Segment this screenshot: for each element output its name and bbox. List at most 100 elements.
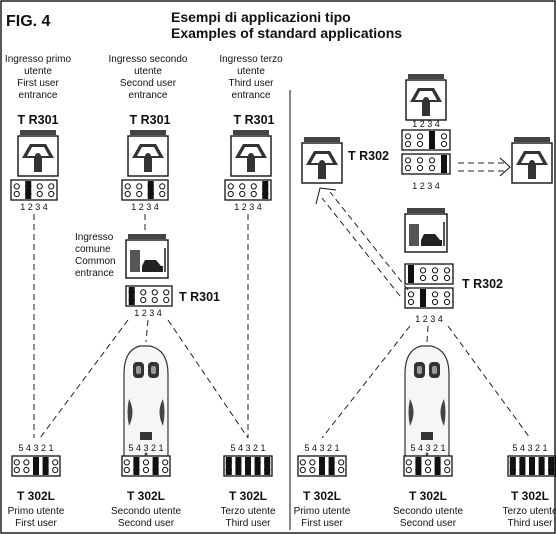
receiver-2-dip-switch xyxy=(121,179,169,201)
right-top-dip-switch-b xyxy=(401,153,451,175)
transmitter-model: T 302L xyxy=(511,489,549,503)
dip-switch-dot xyxy=(23,466,30,474)
dip-switch-dot xyxy=(419,267,427,274)
dip-switch-dot xyxy=(299,466,306,474)
dip-switch-dot xyxy=(36,183,43,190)
dip-switch-on xyxy=(415,457,422,475)
receiver-3-caption: Ingresso terzo utente Third user entranc… xyxy=(219,54,283,101)
dip-switch-dot xyxy=(416,164,424,172)
dip-switch-frame xyxy=(404,287,454,309)
dip-switch-dot xyxy=(407,291,415,298)
dip-switch-on xyxy=(441,155,447,173)
common-entrance-caption: Ingresso comune Common entrance xyxy=(75,232,116,279)
gate-icon xyxy=(127,129,169,177)
right-bottom-dip-numbers: 1 2 3 4 xyxy=(415,314,443,324)
dip-switch-dot xyxy=(407,298,415,306)
dip-switch-on xyxy=(420,289,426,307)
transmitter-user-en: First user xyxy=(301,518,343,529)
transmitter-model: T 302L xyxy=(229,489,267,503)
svg-text:Third user: Third user xyxy=(228,78,274,89)
transmitter-2: 5 4 3 2 1 T 302L Secondo utente Second u… xyxy=(111,443,181,529)
dip-switch-dot xyxy=(419,274,427,282)
dip-switch-on xyxy=(519,457,526,475)
dip-switch-dot xyxy=(443,274,451,282)
transmitter-user-it: Secondo utente xyxy=(111,506,181,517)
dip-switch-dot xyxy=(428,164,436,172)
dip-switch-dot xyxy=(443,291,451,298)
dip-switch-on xyxy=(408,265,414,283)
dip-switch-dot xyxy=(444,459,451,466)
figure-label: FIG. 4 xyxy=(6,13,51,30)
svg-text:Ingresso secondo: Ingresso secondo xyxy=(109,54,188,65)
svg-text:entrance: entrance xyxy=(232,90,271,101)
receiver-3-model: T R301 xyxy=(234,113,275,127)
dip-switch-dot xyxy=(250,190,257,198)
dip-switch-frame xyxy=(10,179,58,201)
link-line xyxy=(321,325,411,439)
dip-switch-on xyxy=(328,457,335,475)
dip-switch-dot xyxy=(431,298,439,306)
receiver-3-dip-numbers: 1 2 3 4 xyxy=(234,202,262,212)
dip-switch-on xyxy=(33,457,39,475)
dip-switch-on xyxy=(434,457,441,475)
dip-switch-dot xyxy=(431,267,439,274)
transmitter-user-en: Third user xyxy=(225,518,271,529)
tx-dip-numbers: 5 4 3 2 1 xyxy=(18,443,53,453)
dip-switch-on xyxy=(152,457,159,475)
transmitter-model: T 302L xyxy=(303,489,341,503)
receiver-1-model: T R301 xyxy=(18,113,59,127)
common-receiver-model: T R301 xyxy=(179,290,220,304)
dip-switch-dot xyxy=(52,459,59,466)
dip-switch-frame xyxy=(121,179,169,201)
dip-switch-dot xyxy=(13,466,20,474)
dip-switch-frame xyxy=(404,263,454,285)
link-line xyxy=(426,325,429,343)
dip-switch-dot xyxy=(163,289,170,296)
dip-switch-on xyxy=(235,457,242,475)
dip-switch-dot xyxy=(13,190,20,198)
gate-icon xyxy=(405,73,447,121)
dip-switch-on xyxy=(128,287,135,305)
dip-switch-on xyxy=(245,457,251,475)
svg-text:entrance: entrance xyxy=(129,90,168,101)
dip-switch-dot xyxy=(140,289,147,296)
dip-switch-dot xyxy=(443,267,451,274)
svg-text:Second user: Second user xyxy=(120,78,177,89)
right-top-dip-switch-a xyxy=(401,129,451,151)
transmitter-user-en: Second user xyxy=(118,518,175,529)
transmitter-1: 5 4 3 2 1 T 302L Primo utente First user xyxy=(294,443,351,529)
dip-switch-dot xyxy=(404,157,412,164)
svg-text:Ingresso primo: Ingresso primo xyxy=(5,54,72,65)
dip-switch-on xyxy=(42,457,49,475)
gate-icon xyxy=(511,136,553,184)
gate-icon xyxy=(301,136,343,184)
link-line xyxy=(321,197,401,297)
dip-switch-on xyxy=(133,457,140,475)
right-bottom-receiver-model: T R302 xyxy=(462,277,503,291)
dip-switch-dot xyxy=(159,183,166,190)
dip-switch-dot xyxy=(48,190,55,198)
dip-switch-dot xyxy=(136,183,143,190)
dip-switch-on xyxy=(319,457,325,475)
transmitter-model: T 302L xyxy=(17,489,55,503)
dip-switch-dot xyxy=(416,133,424,140)
dip-switch-dot xyxy=(405,466,412,474)
dip-switch-dot xyxy=(151,289,158,296)
receiver-3-dip-switch xyxy=(224,179,272,201)
svg-text:First user: First user xyxy=(17,78,59,89)
common-dip-numbers: 1 2 3 4 xyxy=(134,308,162,318)
dip-switch-dot xyxy=(338,459,345,466)
dip-switch-dot xyxy=(405,459,412,466)
dip-switch-dot xyxy=(428,157,436,164)
dip-switch-dot xyxy=(404,140,412,148)
dip-switch-on xyxy=(25,181,32,199)
transmitter-user-it: Terzo utente xyxy=(220,506,275,517)
dip-switch-dot xyxy=(162,466,169,474)
dip-switch-on xyxy=(254,457,261,475)
link-line xyxy=(329,191,409,291)
dip-switch-dot xyxy=(338,466,345,474)
transmitter-user-en: First user xyxy=(15,518,57,529)
dip-switch-dot xyxy=(424,459,432,466)
link-line xyxy=(447,325,531,439)
receiver-2-model: T R301 xyxy=(130,113,171,127)
